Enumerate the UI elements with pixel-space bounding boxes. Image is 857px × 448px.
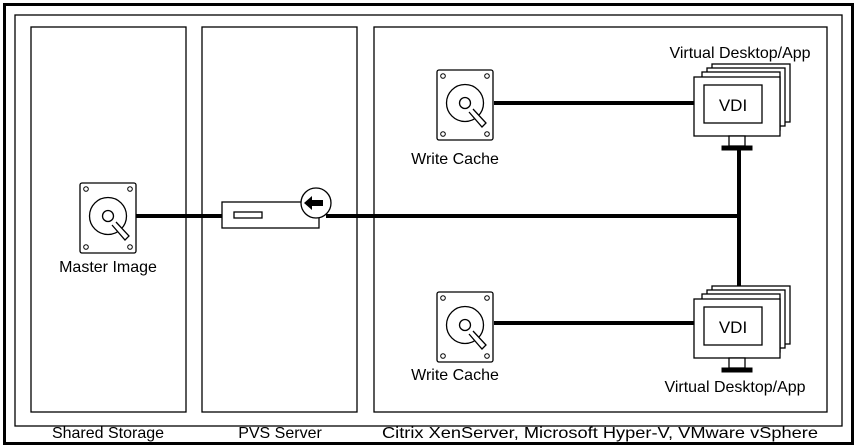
- vdi-bottom-label: VDI: [719, 318, 747, 337]
- write-cache-bottom-label: Write Cache: [411, 367, 499, 384]
- write-cache-bottom-hard-drive-icon: [436, 291, 494, 363]
- master-image-label: Master Image: [59, 259, 157, 276]
- pvs-server-label: PVS Server: [238, 425, 322, 442]
- shared-storage-label: Shared Storage: [52, 425, 164, 442]
- virtual-desktop-top-label: Virtual Desktop/App: [669, 45, 810, 62]
- master-image-hard-drive-icon: [79, 182, 137, 254]
- write-cache-top-hard-drive-icon: [436, 69, 494, 141]
- write-cache-top-label: Write Cache: [411, 151, 499, 168]
- stream-arrow-icon: [300, 187, 332, 219]
- vdi-top-label: VDI: [719, 96, 747, 115]
- hypervisors-label: Citrix XenServer, Microsoft Hyper-V, VMw…: [382, 425, 818, 442]
- virtual-desktop-bottom-label: Virtual Desktop/App: [664, 379, 805, 396]
